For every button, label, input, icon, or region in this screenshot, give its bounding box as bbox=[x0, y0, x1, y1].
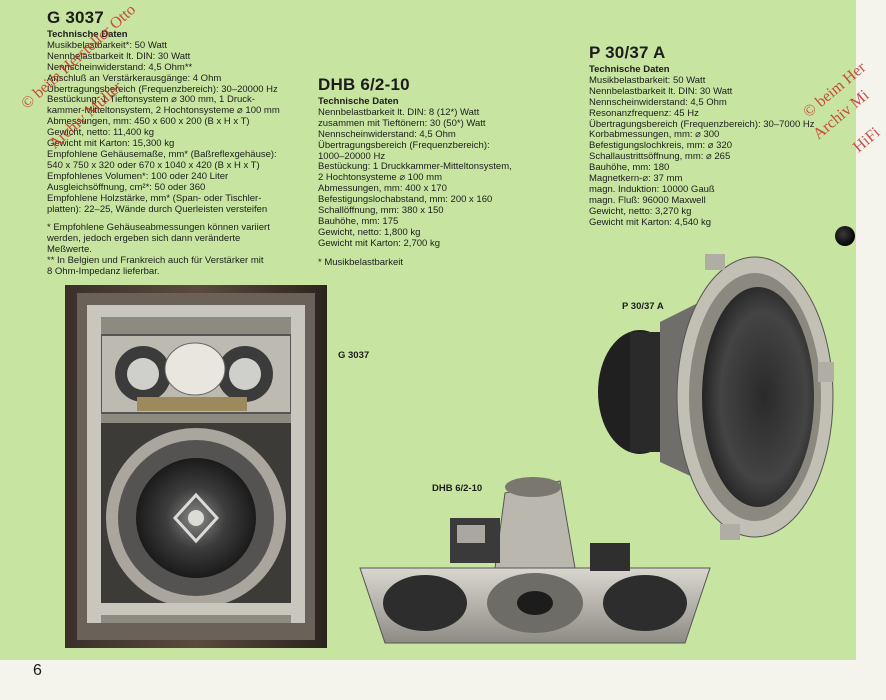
spec-line: Gewicht, netto: 3,270 kg bbox=[589, 205, 692, 217]
spec-line: Empfohlene Gehäusemaße, mm* (Baßreflexge… bbox=[47, 148, 277, 160]
spec-line: Nennbelastbarkeit lt. DIN: 8 (12*) Watt bbox=[318, 106, 480, 118]
spec-line: Gewicht mit Karton: 2,700 kg bbox=[318, 237, 440, 249]
spec-line: Nennbelastbarkeit lt. DIN: 30 Watt bbox=[47, 50, 191, 62]
footnote-line: Meßwerte. bbox=[47, 244, 92, 256]
spec-line: 1000–20000 Hz bbox=[318, 150, 386, 162]
g3037-title: G 3037 bbox=[47, 8, 104, 27]
spec-line: Bestückung: 1 Tieftonsystem ⌀ 300 mm, 1 … bbox=[47, 94, 255, 106]
spec-line: kammer-Mitteltonsystem, 2 Hochtonsysteme… bbox=[47, 105, 280, 117]
spec-line: Magnetkern-⌀: 37 mm bbox=[589, 173, 683, 185]
caption-dhb: DHB 6/2-10 bbox=[432, 483, 483, 494]
dhb-spec-block: DHB 6/2-10 Technische Daten Nennbelastba… bbox=[318, 75, 548, 269]
footnote-line: werden, jedoch ergeben sich dann verände… bbox=[47, 233, 241, 245]
spec-line: 540 x 750 x 320 oder 670 x 1040 x 420 (B… bbox=[47, 159, 260, 171]
spec-line: Nennscheinwiderstand: 4,5 Ohm** bbox=[47, 61, 193, 73]
spec-line: Musikbelastbarkeit: 50 Watt bbox=[589, 74, 706, 86]
spec-line: Korbabmessungen, mm: ⌀ 300 bbox=[589, 129, 720, 141]
p3037-woofer-photo bbox=[598, 254, 834, 540]
spec-line: Nennscheinwiderstand: 4,5 Ohm bbox=[589, 96, 727, 108]
spec-line: Musikbelastbarkeit*: 50 Watt bbox=[47, 39, 168, 51]
dhb-subtitle: Technische Daten bbox=[318, 96, 399, 107]
footnote-line: * Musikbelastbarkeit bbox=[318, 256, 404, 268]
spec-line: Übertragungsbereich (Frequenzbereich): 3… bbox=[47, 83, 278, 95]
spec-line: Empfohlenes Volumen*: 100 oder 240 Liter bbox=[47, 170, 229, 182]
spec-line: Befestigungslochabstand, mm: 200 x 160 bbox=[318, 194, 493, 206]
spec-line: Gewicht, netto: 1,800 kg bbox=[318, 226, 421, 238]
footnote-line: 8 Ohm-Impedanz lieferbar. bbox=[47, 266, 160, 278]
dhb-title: DHB 6/2-10 bbox=[318, 75, 410, 94]
caption-p3037: P 30/37 A bbox=[622, 301, 664, 312]
spec-line: Ausgleichsöffnung, cm²*: 50 oder 360 bbox=[47, 181, 206, 193]
spec-line: Übertragungsbereich (Frequenzbereich): 3… bbox=[589, 118, 815, 130]
footnote-line: ** In Belgien und Frankreich auch für Ve… bbox=[47, 255, 264, 267]
spec-line: Abmessungen, mm: 450 x 600 x 200 (B x H … bbox=[47, 116, 250, 128]
spec-line: Gewicht, netto: 11,400 kg bbox=[47, 127, 155, 139]
spec-line: Gewicht mit Karton: 4,540 kg bbox=[589, 216, 711, 228]
g3037-subtitle: Technische Daten bbox=[47, 29, 128, 40]
spec-line: magn. Induktion: 10000 Gauß bbox=[589, 183, 715, 195]
spec-line: Schallaustrittsöffnung, mm: ⌀ 265 bbox=[589, 151, 731, 163]
spec-line: Nennbelastbarkeit lt. DIN: 30 Watt bbox=[589, 85, 733, 97]
g3037-cabinet-photo bbox=[65, 285, 327, 648]
page-number: 6 bbox=[33, 662, 42, 679]
spec-line: Gewicht mit Karton: 15,300 kg bbox=[47, 138, 175, 150]
p3037-title: P 30/37 A bbox=[589, 43, 666, 62]
spec-line: Abmessungen, mm: 400 x 170 bbox=[318, 183, 447, 195]
spec-line: zusammen mit Tieftönern: 30 (50*) Watt bbox=[318, 117, 486, 129]
g3037-spec-block: G 3037 Technische Daten Musikbelastbarke… bbox=[47, 8, 317, 278]
spec-line: Bauhöhe, mm: 180 bbox=[589, 162, 670, 174]
p3037-spec-block: P 30/37 A Technische Daten Musikbelastba… bbox=[589, 43, 839, 229]
spec-line: platten): 22–25, Wände durch Querleisten… bbox=[47, 203, 268, 215]
spec-line: Resonanzfrequenz: 45 Hz bbox=[589, 107, 699, 119]
spec-line: Empfohlene Holzstärke, mm* (Span- oder T… bbox=[47, 192, 262, 204]
spec-line: Übertragungsbereich (Frequenzbereich): bbox=[318, 139, 490, 151]
spec-line: Nennscheinwiderstand: 4,5 Ohm bbox=[318, 128, 456, 140]
spec-line: Befestigungslochkreis, mm: ⌀ 320 bbox=[589, 140, 733, 152]
spec-line: Bestückung: 1 Druckkammer-Mitteltonsyste… bbox=[318, 161, 512, 173]
spec-line: Schallöffnung, mm: 380 x 150 bbox=[318, 205, 444, 217]
footnote-line: * Empfohlene Gehäuseabmessungen können v… bbox=[47, 222, 270, 234]
spec-line: Anschluß an Verstärkerausgänge: 4 Ohm bbox=[47, 72, 222, 84]
spec-line: Bauhöhe, mm: 175 bbox=[318, 215, 399, 227]
caption-g3037: G 3037 bbox=[338, 350, 370, 361]
dhb-horn-photo bbox=[359, 477, 711, 644]
spec-line: 2 Hochtonsysteme ⌀ 100 mm bbox=[318, 172, 442, 184]
spec-line: magn. Fluß: 96000 Maxwell bbox=[589, 194, 706, 206]
binder-hole bbox=[835, 226, 855, 246]
p3037-subtitle: Technische Daten bbox=[589, 64, 670, 75]
